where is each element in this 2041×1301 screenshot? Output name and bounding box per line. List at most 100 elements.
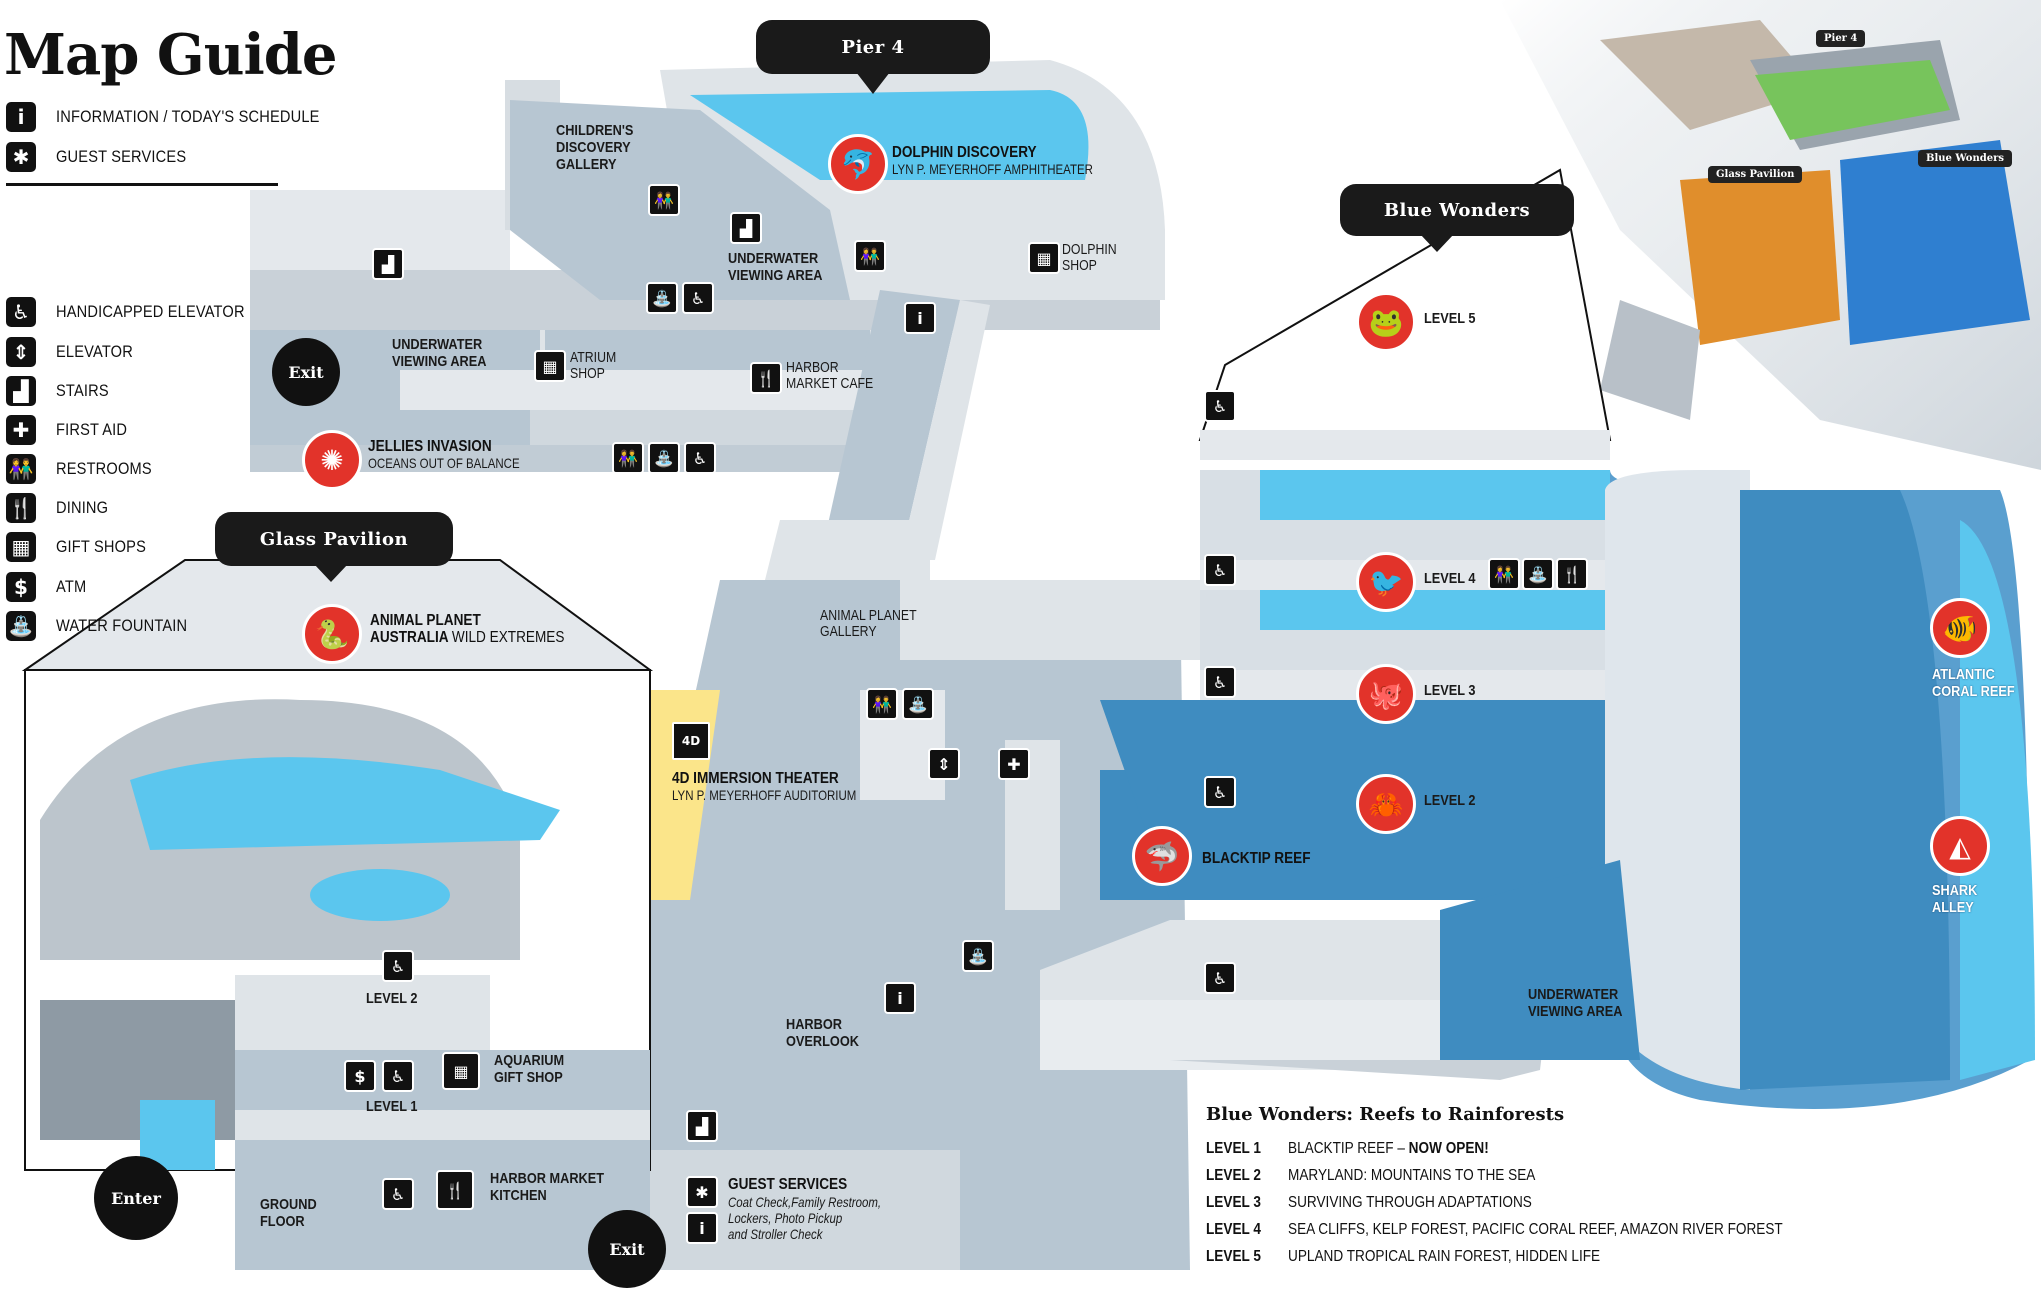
theater-name[interactable]: 4D IMMERSION THEATER (672, 770, 839, 787)
dolphin-icon: 🐬 (828, 134, 888, 194)
theater-4d-icon: 4D (672, 722, 710, 760)
water-fountain-icon: ⛲ (902, 688, 934, 720)
legend-item-dining: 🍴 DINING (6, 491, 117, 525)
callout-blue-wonders-pointer (1420, 234, 1454, 252)
legend-item-info: i INFORMATION / TODAY'S SCHEDULE (6, 100, 362, 134)
restrooms-icon: 👫 (648, 184, 680, 216)
dolphin-discovery-name[interactable]: DOLPHIN DISCOVERY (892, 144, 1037, 161)
dining-icon: 🍴 (6, 493, 36, 523)
legend-divider (6, 183, 278, 186)
callout-glass-pavilion-pointer (314, 564, 348, 582)
crab-icon: 🦀 (1356, 774, 1416, 834)
stairs-icon: ▟ (730, 212, 762, 244)
guest-services-name[interactable]: GUEST SERVICES (728, 1176, 848, 1193)
handicapped-elevator-icon: ♿ (1204, 776, 1236, 808)
restrooms-icon: 👫 (6, 454, 36, 484)
exit-button-pier4[interactable]: Exit (272, 338, 340, 406)
handicapped-elevator-icon: ♿ (682, 282, 714, 314)
water-fountain-icon: ⛲ (1522, 558, 1554, 590)
legend-item-stairs: ▟ STAIRS (6, 374, 117, 408)
bw-level-3-label: LEVEL 3 (1424, 682, 1476, 699)
blacktip-reef-label[interactable]: BLACKTIP REEF (1202, 850, 1311, 867)
handicapped-elevator-icon: ♿ (382, 950, 414, 982)
frog-icon: 🐸 (1356, 292, 1416, 352)
restrooms-icon: 👫 (866, 688, 898, 720)
dolphin-discovery-sub: LYN P. MEYERHOFF AMPHITHEATER (892, 161, 1093, 177)
info-icon[interactable]: i (904, 302, 936, 334)
info-icon[interactable]: i (686, 1212, 718, 1244)
callout-pier4[interactable]: Pier 4 (756, 20, 990, 74)
restrooms-icon: 👫 (612, 442, 644, 474)
guest-services-icon: ✱ (6, 142, 36, 172)
gift-shops-icon: ▦ (534, 350, 566, 382)
bw-table-row: LEVEL 1 BLACKTIP REEF – NOW OPEN! (1206, 1140, 1489, 1157)
bw-table-row: LEVEL 5 UPLAND TROPICAL RAIN FOREST, HID… (1206, 1248, 1601, 1265)
photo-tag-glass-pavilion: Glass Pavilion (1708, 166, 1803, 183)
dining-icon: 🍴 (436, 1170, 474, 1210)
photo-tag-blue-wonders: Blue Wonders (1918, 150, 2012, 167)
level-1-label: LEVEL 1 (366, 1098, 418, 1115)
legend-item-atm: $ ATM (6, 570, 91, 604)
water-fountain-icon: ⛲ (646, 282, 678, 314)
callout-blue-wonders[interactable]: Blue Wonders (1340, 184, 1574, 236)
shark-fin-icon: ◭ (1930, 816, 1990, 876)
legend-item-gift-shops: ▦ GIFT SHOPS (6, 530, 161, 564)
callout-glass-pavilion[interactable]: Glass Pavilion (215, 512, 453, 566)
water-fountain-icon: ⛲ (962, 940, 994, 972)
bw-table-row: LEVEL 3 SURVIVING THROUGH ADAPTATIONS (1206, 1194, 1532, 1211)
guest-services-sub: Coat Check,Family Restroom,Lockers, Phot… (728, 1194, 882, 1242)
snake-icon: 🐍 (302, 604, 362, 664)
gift-shops-icon: ▦ (1028, 242, 1060, 274)
atm-icon: $ (344, 1060, 376, 1092)
legend-item-first-aid: ✚ FIRST AID (6, 413, 139, 447)
jellies-invasion-sub: OCEANS OUT OF BALANCE (368, 455, 520, 471)
first-aid-icon: ✚ (6, 415, 36, 445)
map-title: Map Guide (4, 22, 338, 88)
bw-level-5-label: LEVEL 5 (1424, 310, 1476, 327)
australia-exhibit-name[interactable]: ANIMAL PLANET AUSTRALIA WILD EXTREMES (370, 612, 565, 646)
legend-item-handicapped-elevator: ♿ HANDICAPPED ELEVATOR (6, 295, 275, 329)
gift-shops-icon: ▦ (6, 532, 36, 562)
bw-level-2-label: LEVEL 2 (1424, 792, 1476, 809)
legend-item-restrooms: 👫 RESTROOMS (6, 452, 167, 486)
enter-button[interactable]: Enter (94, 1156, 178, 1240)
theater-sub: LYN P. MEYERHOFF AUDITORIUM (672, 787, 857, 803)
legend-item-elevator: ⇕ ELEVATOR (6, 335, 145, 369)
handicapped-elevator-icon: ♿ (1204, 666, 1236, 698)
callout-pier4-pointer (856, 72, 890, 94)
dining-icon: 🍴 (750, 362, 782, 394)
atm-icon: $ (6, 572, 36, 602)
jellyfish-icon: ✺ (302, 430, 362, 490)
puffin-icon: 🐦 (1356, 552, 1416, 612)
guest-services-icon: ✱ (686, 1176, 718, 1208)
bw-table-row: LEVEL 2 MARYLAND: MOUNTAINS TO THE SEA (1206, 1167, 1536, 1184)
bw-level-4-label: LEVEL 4 (1424, 570, 1476, 587)
jellies-invasion-name[interactable]: JELLIES INVASION (368, 438, 492, 455)
handicapped-elevator-icon: ♿ (1204, 962, 1236, 994)
restrooms-icon: 👫 (854, 240, 886, 272)
info-icon: i (6, 102, 36, 132)
handicapped-elevator-icon: ♿ (1204, 554, 1236, 586)
legend-item-guest-services: ✱ GUEST SERVICES (6, 140, 207, 174)
handicapped-elevator-icon: ♿ (382, 1060, 414, 1092)
fish-icon: 🐠 (1930, 598, 1990, 658)
legend-item-water-fountain: ⛲ WATER FOUNTAIN (6, 609, 209, 643)
first-aid-icon: ✚ (998, 748, 1030, 780)
exit-button-main[interactable]: Exit (588, 1210, 666, 1288)
stairs-icon: ▟ (686, 1110, 718, 1142)
stairs-icon: ▟ (372, 248, 404, 280)
info-icon[interactable]: i (884, 982, 916, 1014)
